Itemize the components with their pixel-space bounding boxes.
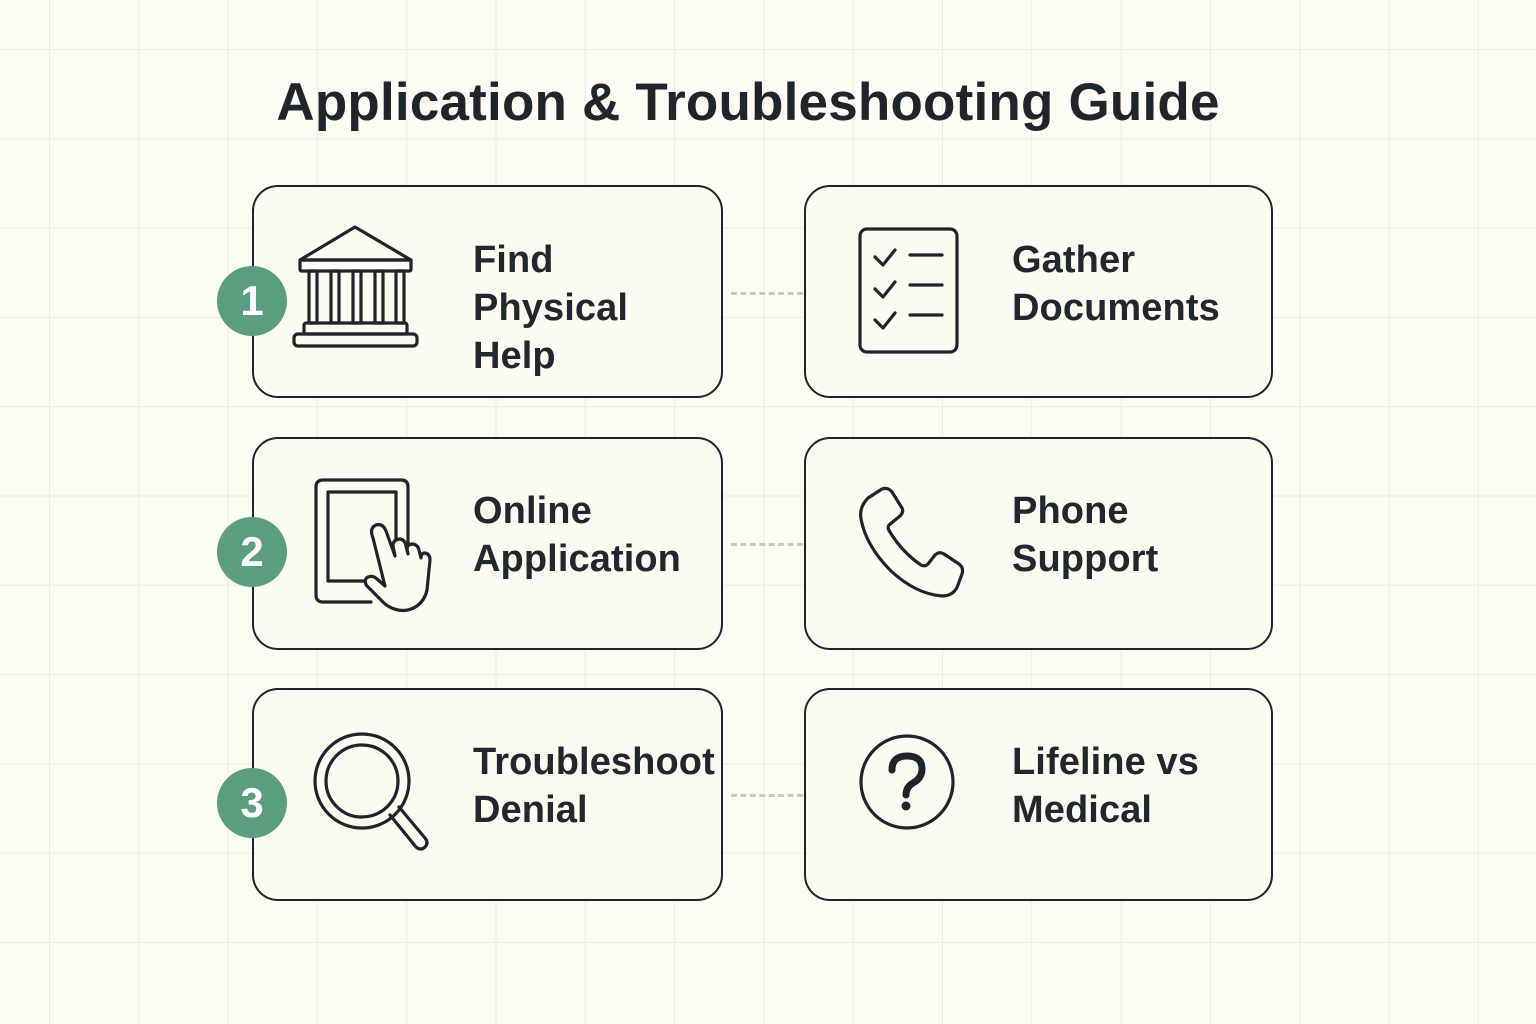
checklist-icon <box>858 227 960 355</box>
card-label-troubleshoot-denial: Troubleshoot Denial <box>473 741 715 831</box>
tablet-touch-icon <box>313 478 433 614</box>
card-online-application[interactable] <box>252 437 723 650</box>
page-title: Application & Troubleshooting Guide <box>276 73 1220 132</box>
step-number-badge: 2 <box>217 517 287 587</box>
question-circle-icon <box>859 734 955 830</box>
card-label-find-physical-help: Find Physical Help <box>473 239 629 377</box>
card-lifeline-vs-medical[interactable] <box>804 688 1273 901</box>
card-label-lifeline-vs-medical: Lifeline vs Medical <box>1012 741 1199 831</box>
magnifier-icon <box>312 731 432 851</box>
card-phone-support[interactable] <box>804 437 1273 650</box>
connector-dots <box>731 543 803 546</box>
connector-dots <box>731 794 803 797</box>
connector-dots <box>731 292 803 295</box>
building-icon <box>292 224 420 350</box>
card-gather-documents[interactable] <box>804 185 1273 398</box>
card-label-gather-documents: Gather Documents <box>1012 239 1220 329</box>
card-label-online-application: Online Application <box>473 490 681 580</box>
step-number-badge: 1 <box>217 266 287 336</box>
step-number-badge: 3 <box>217 768 287 838</box>
card-label-phone-support: Phone Support <box>1012 490 1159 580</box>
phone-icon <box>858 486 966 600</box>
